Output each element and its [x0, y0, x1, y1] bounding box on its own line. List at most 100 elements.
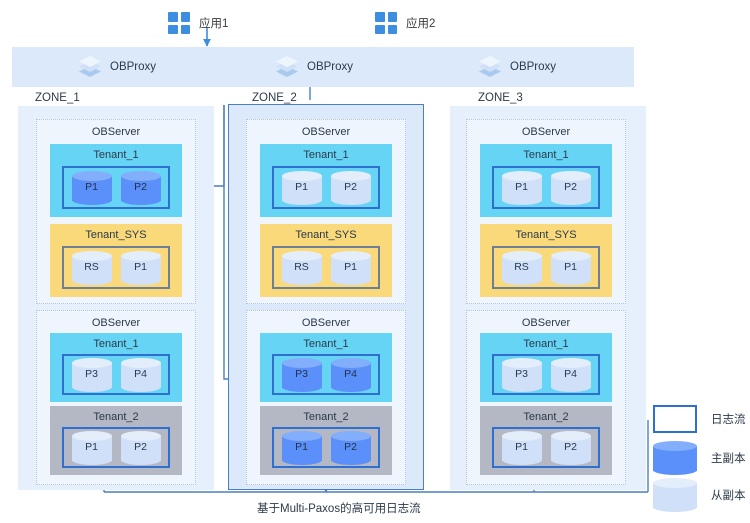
application-1-label: 应用1 [199, 18, 229, 30]
replica-p2[interactable]: P2 [550, 170, 591, 205]
replica-label: RS [84, 260, 99, 273]
tenant-replica-group: P1 P2 [62, 427, 170, 468]
zone-2-label: ZONE_2 [252, 92, 297, 104]
tenant-replica-group: P1 P2 [272, 166, 380, 209]
replica-p1[interactable]: P1 [120, 250, 161, 285]
legend-item-log-stream: 日志流 [653, 405, 746, 433]
legend-item-secondary-replica: 从副本 [653, 478, 746, 512]
zone-2-observer-2-tenant-2[interactable]: Tenant_2 P1 P2 [260, 406, 392, 475]
tenant-replica-group: P3 P4 [62, 354, 170, 395]
replica-p2[interactable]: P2 [330, 430, 371, 465]
replica-p3[interactable]: P3 [71, 357, 112, 392]
replica-p2[interactable]: P2 [120, 170, 161, 205]
secondary-replica-cylinder-icon [653, 478, 697, 512]
zone-1-observer-1-tenant-1[interactable]: Tenant_1 P1 P2 [50, 144, 182, 217]
replica-p1[interactable]: P1 [330, 250, 371, 285]
zone-3-observer-1-tenant-1[interactable]: Tenant_1 P1 P2 [480, 144, 612, 217]
replica-label: P1 [85, 440, 98, 453]
replica-label: P2 [134, 180, 147, 193]
application-1[interactable]: 应用1 [168, 12, 228, 34]
replica-label: P4 [344, 367, 357, 380]
tenant-title: Tenant_1 [93, 149, 139, 161]
tenant-replica-group: P1 P2 [62, 166, 170, 209]
zone-2-observer-1-tenant-sys[interactable]: Tenant_SYS RS P1 [260, 224, 392, 297]
replica-rs[interactable]: RS [281, 250, 322, 285]
app-grid-icon [375, 12, 397, 34]
primary-replica-cylinder-icon [653, 441, 697, 475]
legend-item-primary-replica: 主副本 [653, 441, 746, 475]
zone-2-observer-2-tenant-1[interactable]: Tenant_1 P3 P4 [260, 333, 392, 402]
legend-label: 日志流 [711, 414, 746, 426]
replica-p1[interactable]: P1 [501, 430, 542, 465]
tenant-replica-group: RS P1 [62, 246, 170, 289]
observer-title: OBServer [301, 317, 351, 329]
tenant-title: Tenant_1 [303, 338, 349, 350]
replica-p2[interactable]: P2 [120, 430, 161, 465]
legend-label: 从副本 [711, 490, 746, 502]
diagram-caption: 基于Multi-Paxos的高可用日志流 [257, 503, 421, 515]
replica-label: P1 [344, 260, 357, 273]
replica-p4[interactable]: P4 [550, 357, 591, 392]
replica-rs[interactable]: RS [501, 250, 542, 285]
observer-title: OBServer [521, 126, 571, 138]
tenant-replica-group: P3 P4 [272, 354, 380, 395]
obproxy-band: OBProxy OBProxy OBProxy [12, 47, 634, 87]
zone-3-observer-1-tenant-sys[interactable]: Tenant_SYS RS P1 [480, 224, 612, 297]
observer-title: OBServer [301, 126, 351, 138]
replica-label: P3 [295, 367, 308, 380]
replica-label: P3 [85, 367, 98, 380]
obproxy-2-label: OBProxy [307, 61, 354, 73]
obproxy-3[interactable]: OBProxy [478, 55, 556, 79]
replica-p2[interactable]: P2 [550, 430, 591, 465]
replica-label: P4 [564, 367, 577, 380]
obproxy-1[interactable]: OBProxy [78, 55, 156, 79]
zone-1-label: ZONE_1 [35, 92, 80, 104]
obproxy-2[interactable]: OBProxy [275, 55, 353, 79]
replica-p2[interactable]: P2 [330, 170, 371, 205]
app-grid-icon [168, 12, 190, 34]
replica-rs[interactable]: RS [71, 250, 112, 285]
replica-p1[interactable]: P1 [71, 170, 112, 205]
application-2[interactable]: 应用2 [375, 12, 435, 34]
log-stream-box-icon [653, 405, 697, 433]
tenant-replica-group: RS P1 [492, 246, 600, 289]
replica-p1[interactable]: P1 [71, 430, 112, 465]
obproxy-1-label: OBProxy [110, 61, 157, 73]
replica-label: RS [514, 260, 529, 273]
tenant-title: Tenant_1 [523, 149, 569, 161]
replica-p1[interactable]: P1 [501, 170, 542, 205]
tenant-title: Tenant_SYS [295, 229, 357, 241]
observer-title: OBServer [91, 126, 141, 138]
replica-label: P1 [564, 260, 577, 273]
layers-icon [78, 55, 102, 79]
zone-3-observer-2-tenant-2[interactable]: Tenant_2 P1 P2 [480, 406, 612, 475]
replica-p4[interactable]: P4 [330, 357, 371, 392]
tenant-title: Tenant_SYS [85, 229, 147, 241]
replica-p1[interactable]: P1 [550, 250, 591, 285]
replica-p1[interactable]: P1 [281, 170, 322, 205]
tenant-title: Tenant_1 [93, 338, 139, 350]
replica-label: P1 [295, 180, 308, 193]
replica-label: P1 [85, 180, 98, 193]
zone-3-observer-2-tenant-1[interactable]: Tenant_1 P3 P4 [480, 333, 612, 402]
replica-p4[interactable]: P4 [120, 357, 161, 392]
application-row: 应用1 应用2 [0, 6, 750, 42]
zone-3-label: ZONE_3 [478, 92, 523, 104]
zone-2-observer-1-tenant-1[interactable]: Tenant_1 P1 P2 [260, 144, 392, 217]
legend-label: 主副本 [711, 453, 746, 465]
zone-1-observer-2-tenant-2[interactable]: Tenant_2 P1 P2 [50, 406, 182, 475]
zone-1-observer-2-tenant-1[interactable]: Tenant_1 P3 P4 [50, 333, 182, 402]
tenant-title: Tenant_1 [303, 149, 349, 161]
replica-p3[interactable]: P3 [281, 357, 322, 392]
replica-label: P1 [295, 440, 308, 453]
replica-label: P3 [515, 367, 528, 380]
observer-title: OBServer [521, 317, 571, 329]
zone-1-observer-1-tenant-sys[interactable]: Tenant_SYS RS P1 [50, 224, 182, 297]
replica-p1[interactable]: P1 [281, 430, 322, 465]
tenant-replica-group: P3 P4 [492, 354, 600, 395]
obproxy-3-label: OBProxy [510, 61, 557, 73]
replica-label: RS [294, 260, 309, 273]
replica-label: P1 [515, 440, 528, 453]
replica-p3[interactable]: P3 [501, 357, 542, 392]
